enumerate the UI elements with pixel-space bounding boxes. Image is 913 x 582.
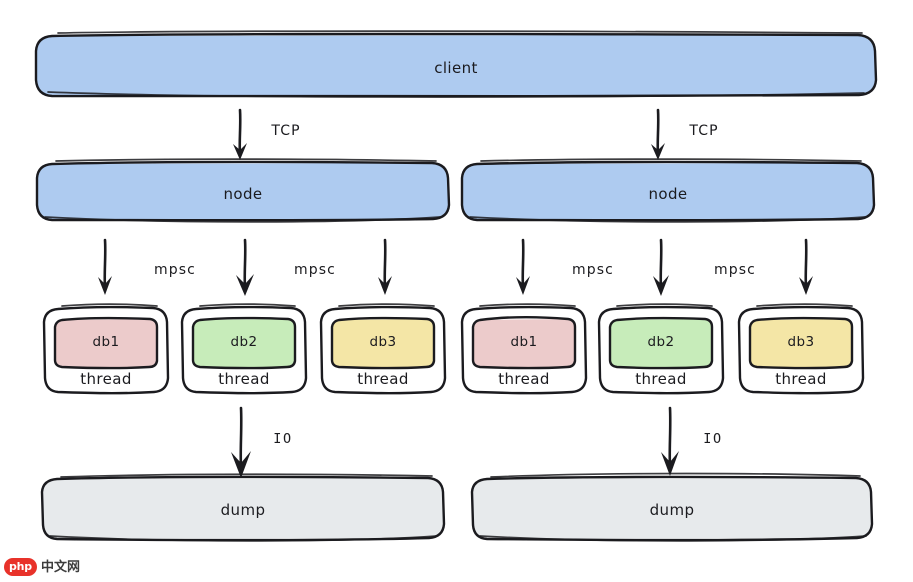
watermark: php 中文网 bbox=[4, 558, 80, 576]
thread-box-3[interactable] bbox=[319, 303, 447, 395]
edge-tcp-left bbox=[233, 108, 247, 160]
watermark-site-name: 中文网 bbox=[40, 559, 80, 575]
node-left-box[interactable] bbox=[35, 158, 451, 223]
thread-box-4[interactable] bbox=[460, 303, 588, 395]
edge-mpsc-left-2 bbox=[236, 238, 254, 296]
edge-mpsc-right-3 bbox=[799, 238, 813, 295]
watermark-php-badge: php bbox=[4, 558, 37, 576]
edge-io-left bbox=[231, 406, 251, 478]
edge-tcp-right bbox=[651, 108, 665, 160]
node-right-box[interactable] bbox=[460, 158, 876, 223]
dump-left-box[interactable] bbox=[40, 473, 446, 542]
edge-mpsc-right-1 bbox=[516, 238, 530, 295]
thread-box-5[interactable] bbox=[597, 303, 725, 395]
edge-mpsc-left-1 bbox=[98, 238, 112, 295]
thread-box-2[interactable] bbox=[180, 303, 308, 395]
thread-box-6[interactable] bbox=[737, 303, 865, 395]
edge-mpsc-left-3 bbox=[378, 238, 392, 295]
edge-io-right bbox=[661, 406, 679, 476]
thread-box-1[interactable] bbox=[42, 303, 170, 395]
client-box[interactable] bbox=[34, 30, 878, 98]
edge-mpsc-right-2 bbox=[653, 238, 669, 296]
dump-right-box[interactable] bbox=[470, 472, 874, 542]
